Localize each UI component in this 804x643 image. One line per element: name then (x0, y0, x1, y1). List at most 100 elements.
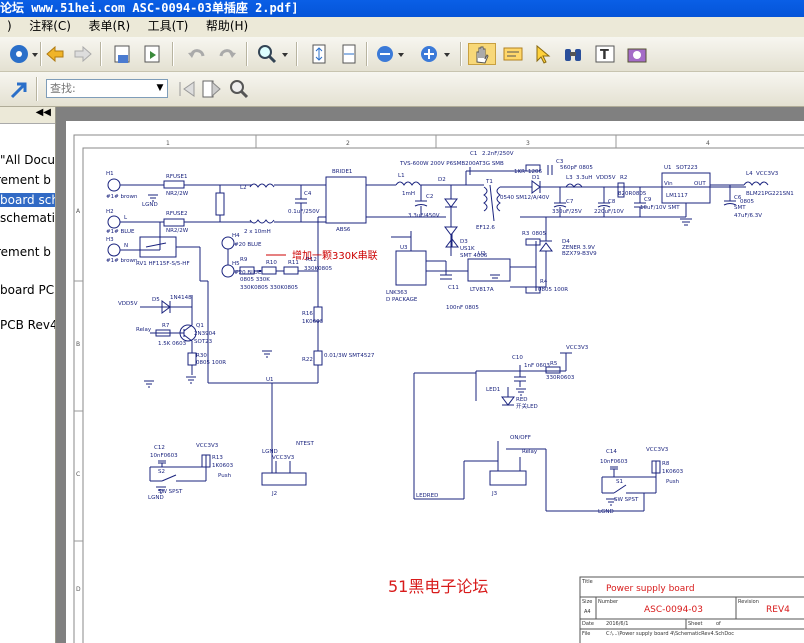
label-r10: R10 (266, 260, 277, 266)
export-icon[interactable] (142, 43, 164, 65)
border-row-label: D (76, 586, 81, 593)
label-push-s2: Push (218, 473, 232, 479)
back-arrow-icon[interactable] (44, 43, 66, 65)
label-r13-vcc: VCC3V3 (196, 443, 219, 449)
label-r12-val: 330K0805 (304, 266, 333, 272)
svg-text:T: T (600, 48, 609, 63)
label-j2: J2 (271, 491, 277, 497)
label-h4-note: #20 BLUE (234, 242, 262, 248)
label-rfuse2: RFUSE2 (166, 211, 187, 217)
label-c2-val: 3.3uF/450V (408, 213, 440, 219)
bookmark-item[interactable]: schematio (0, 211, 55, 225)
zoom-out-icon[interactable] (374, 43, 396, 65)
label-h5: H5 (232, 261, 240, 267)
label-c8-val: 220uF/10V (594, 209, 624, 215)
label-h4: H4 (232, 233, 240, 239)
label-r2: R2 (620, 175, 627, 181)
file-value: C:\...\Power supply board 4\SchematicRev… (606, 631, 734, 637)
find-field[interactable]: ▼ (46, 79, 168, 98)
label-l2-val: 2 x 10mH (244, 229, 271, 235)
menu-item-tools[interactable]: 工具(T) (147, 19, 189, 33)
snapshot-icon[interactable] (626, 43, 648, 65)
label-r11: R11 (288, 260, 299, 266)
label-r7-val: 1.5K 0603 (158, 341, 187, 347)
undo-icon[interactable] (186, 43, 208, 65)
bookmark-item[interactable]: "All Docu (0, 153, 55, 167)
zoom-in-icon[interactable] (418, 43, 440, 65)
bookmark-item-selected[interactable]: board sch (0, 193, 55, 207)
menu-item-forms[interactable]: 表单(R) (88, 19, 131, 33)
redo-icon[interactable] (216, 43, 238, 65)
forward-arrow-icon[interactable] (72, 43, 94, 65)
chevron-down-icon[interactable] (396, 43, 406, 65)
chevron-down-icon[interactable]: ▼ (156, 83, 164, 93)
label-r12: R12 (306, 257, 317, 263)
text-select-icon[interactable] (502, 43, 524, 65)
search-input[interactable] (47, 80, 157, 97)
save-icon[interactable] (112, 43, 134, 65)
label-r22-val: 0.01/3W SMT4527 (324, 353, 375, 359)
zoom-icon[interactable] (256, 43, 278, 65)
border-col-label: 3 (526, 140, 530, 147)
label-l3-val: 3.3uH (576, 175, 592, 181)
menu-item-view[interactable]: ) (7, 19, 12, 33)
fit-page-icon[interactable] (308, 43, 330, 65)
date-value: 2016/6/1 (606, 621, 628, 627)
label-r2-val: 820R0805 (618, 191, 647, 197)
label-u2: U2 (478, 251, 486, 257)
bookmark-item[interactable]: PCB Rev4 (0, 318, 56, 332)
menu-item-help[interactable]: 帮助(H) (205, 19, 249, 33)
chevron-down-icon[interactable] (280, 43, 290, 65)
number-label: Number (598, 599, 619, 605)
label-l3: L3 (566, 175, 573, 181)
label-c14-val: 10nF0603 (600, 459, 628, 465)
label-c5: 0540 SM12/A/40V (500, 195, 549, 201)
label-vcc3v3: VCC3V3 (756, 171, 779, 177)
collapse-panel-button[interactable]: ◀◀ (35, 107, 51, 118)
label-j3: J3 (491, 491, 498, 497)
label-c1-val: 2.2nF/250V (482, 151, 514, 157)
binoculars-icon[interactable] (562, 43, 584, 65)
chevron-down-icon[interactable] (442, 43, 452, 65)
label-h3: H3 (106, 237, 114, 243)
label-c12-val: 10nF0603 (150, 453, 178, 459)
label-r30-val: 0805 100R (196, 360, 226, 366)
chevron-down-icon[interactable] (30, 43, 40, 65)
label-l2: L2 (240, 185, 247, 191)
label-r13-val: 1K0603 (212, 463, 234, 469)
label-u1-vout: OUT (694, 181, 706, 187)
document-viewer[interactable]: 1 2 3 4 A B C D (56, 107, 804, 643)
bookmark-item[interactable]: rement b (0, 245, 51, 259)
search-icon[interactable] (228, 78, 250, 100)
label-onoff: ON/OFF (510, 435, 531, 441)
label-lgnd-j2: LGND (262, 449, 278, 455)
hand-tool-icon[interactable] (468, 43, 496, 65)
label-r5: R5 (550, 361, 558, 367)
label-c10: C10 (512, 355, 523, 361)
label-smt2: 0805 (740, 199, 754, 205)
label-r3-val: 0805 (532, 231, 546, 237)
label-c3-val: 560pF 0805 (560, 165, 593, 171)
label-u1-val: SOT223 (676, 165, 698, 171)
schematic-drawing: 1 2 3 4 A B C D (73, 134, 804, 643)
find-previous-icon[interactable] (176, 78, 198, 100)
label-r16: R16 (302, 311, 313, 317)
fit-width-icon[interactable] (338, 43, 360, 65)
bookmark-item[interactable]: board PC (0, 283, 55, 297)
label-c8: C8 (608, 199, 616, 205)
label-d5-part: 1N4148 (170, 295, 192, 301)
text-tool-icon[interactable]: T (594, 43, 616, 65)
pointer-icon[interactable] (532, 43, 554, 65)
gear-icon[interactable] (8, 43, 30, 65)
label-r5-vcc: VCC3V3 (566, 345, 589, 351)
menu-item-comment[interactable]: 注释(C) (29, 19, 71, 33)
label-u1-net: U1 (266, 377, 274, 383)
label-ledred: LEDRED (416, 493, 438, 499)
diagonal-arrow-icon[interactable] (8, 78, 30, 100)
label-r16-val: 1K0603 (302, 319, 324, 325)
revision-value: REV4 (766, 605, 790, 615)
label-led1-val: RED (516, 397, 528, 403)
find-next-icon[interactable] (200, 78, 222, 100)
bookmark-item[interactable]: rement b (0, 173, 51, 187)
label-c9-val: 10uF/10V SMT (640, 205, 680, 211)
